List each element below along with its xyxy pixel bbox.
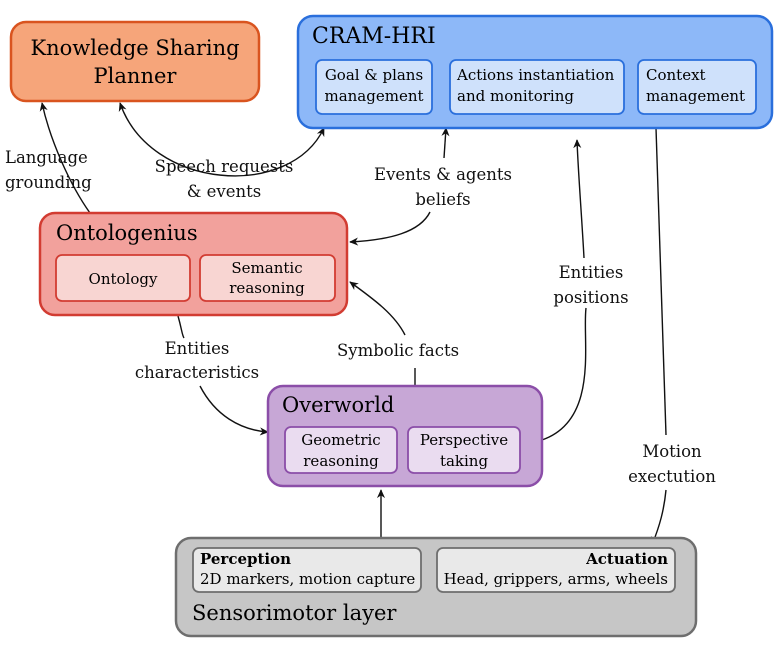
module-cram-hri: CRAM-HRI Goal & plans management Actions…	[296, 14, 774, 130]
edge-entities-characteristics-2	[199, 385, 269, 436]
actuation-text: Head, grippers, arms, wheels	[444, 570, 668, 588]
label-motion-execution-2: exectution	[628, 467, 716, 486]
ontologenius-sub-ontology	[55, 254, 191, 302]
cram-sub-3-line1: Context	[646, 66, 706, 84]
cram-sub-actions	[449, 59, 625, 115]
ontologenius-sub-1-line1: Ontology	[89, 270, 158, 288]
label-entities-characteristics-1: Entities	[165, 339, 230, 358]
edge-entities-positions-2	[573, 139, 585, 259]
cram-sub-2-line2: and monitoring	[457, 87, 574, 105]
overworld-sub-1-line1: Geometric	[301, 431, 380, 449]
label-events-beliefs-1: Events & agents	[374, 165, 512, 184]
overworld-sub-perspective	[407, 426, 521, 474]
actuation-heading: Actuation	[585, 550, 668, 568]
label-entities-positions-2: positions	[553, 288, 628, 307]
cram-sub-1-line1: Goal & plans	[325, 66, 423, 84]
overworld-sub-geometric	[284, 426, 398, 474]
label-speech-requests-2: & events	[187, 182, 262, 201]
edge-language-grounding	[39, 102, 91, 214]
cram-sub-1-line2: management	[324, 87, 423, 105]
edge-entities-positions	[541, 307, 587, 441]
cram-sub-goal-plans	[315, 59, 433, 115]
label-entities-characteristics-2: characteristics	[135, 363, 259, 382]
edge-entities-characteristics	[177, 315, 185, 339]
edge-speech-requests	[118, 102, 325, 177]
label-events-beliefs-2: beliefs	[415, 190, 470, 209]
ontologenius-sub-2-line1: Semantic	[231, 259, 302, 277]
sensorimotor-title: Sensorimotor layer	[192, 601, 397, 625]
edge-events-beliefs-up	[441, 127, 450, 159]
ksp-title-line1: Knowledge Sharing	[30, 36, 239, 60]
module-ontologenius: Ontologenius Ontology Semantic reasoning	[38, 211, 349, 317]
ontologenius-sub-semantic	[199, 254, 336, 302]
label-entities-positions-1: Entities	[559, 263, 624, 282]
overworld-sub-2-line2: taking	[440, 452, 489, 470]
perception-text: 2D markers, motion capture	[200, 570, 415, 588]
cram-title: CRAM-HRI	[312, 24, 436, 49]
cram-sub-context	[637, 59, 757, 115]
label-symbolic-facts: Symbolic facts	[337, 341, 459, 360]
ksp-title-line2: Planner	[94, 64, 178, 88]
sensorimotor-perception-box	[192, 547, 422, 593]
overworld-sub-2-line1: Perspective	[420, 431, 508, 449]
connectors	[39, 102, 667, 548]
label-motion-execution-1: Motion	[642, 442, 702, 461]
ontologenius-sub-2-line2: reasoning	[229, 279, 305, 297]
overworld-sub-1-line2: reasoning	[303, 452, 379, 470]
module-sensorimotor-layer: Perception 2D markers, motion capture Ac…	[174, 536, 698, 638]
label-language-grounding-1: Language	[5, 148, 88, 167]
ontologenius-title: Ontologenius	[56, 221, 198, 245]
overworld-title: Overworld	[282, 393, 394, 417]
module-knowledge-sharing-planner: Knowledge Sharing Planner	[9, 20, 261, 103]
sensorimotor-actuation-box	[436, 547, 676, 593]
label-language-grounding-2: grounding	[5, 173, 92, 192]
cram-sub-2-line1: Actions instantiation	[456, 66, 615, 84]
perception-heading: Perception	[200, 550, 291, 568]
module-overworld: Overworld Geometric reasoning Perspectiv…	[266, 384, 544, 488]
label-speech-requests-1: Speech requests	[155, 157, 294, 176]
edge-labels: Language grounding Speech requests & eve…	[5, 148, 716, 486]
edge-events-beliefs-down	[349, 211, 431, 246]
cram-sub-3-line2: management	[646, 87, 745, 105]
edge-symbolic-facts-2	[349, 281, 406, 336]
edge-motion-execution	[655, 127, 667, 436]
